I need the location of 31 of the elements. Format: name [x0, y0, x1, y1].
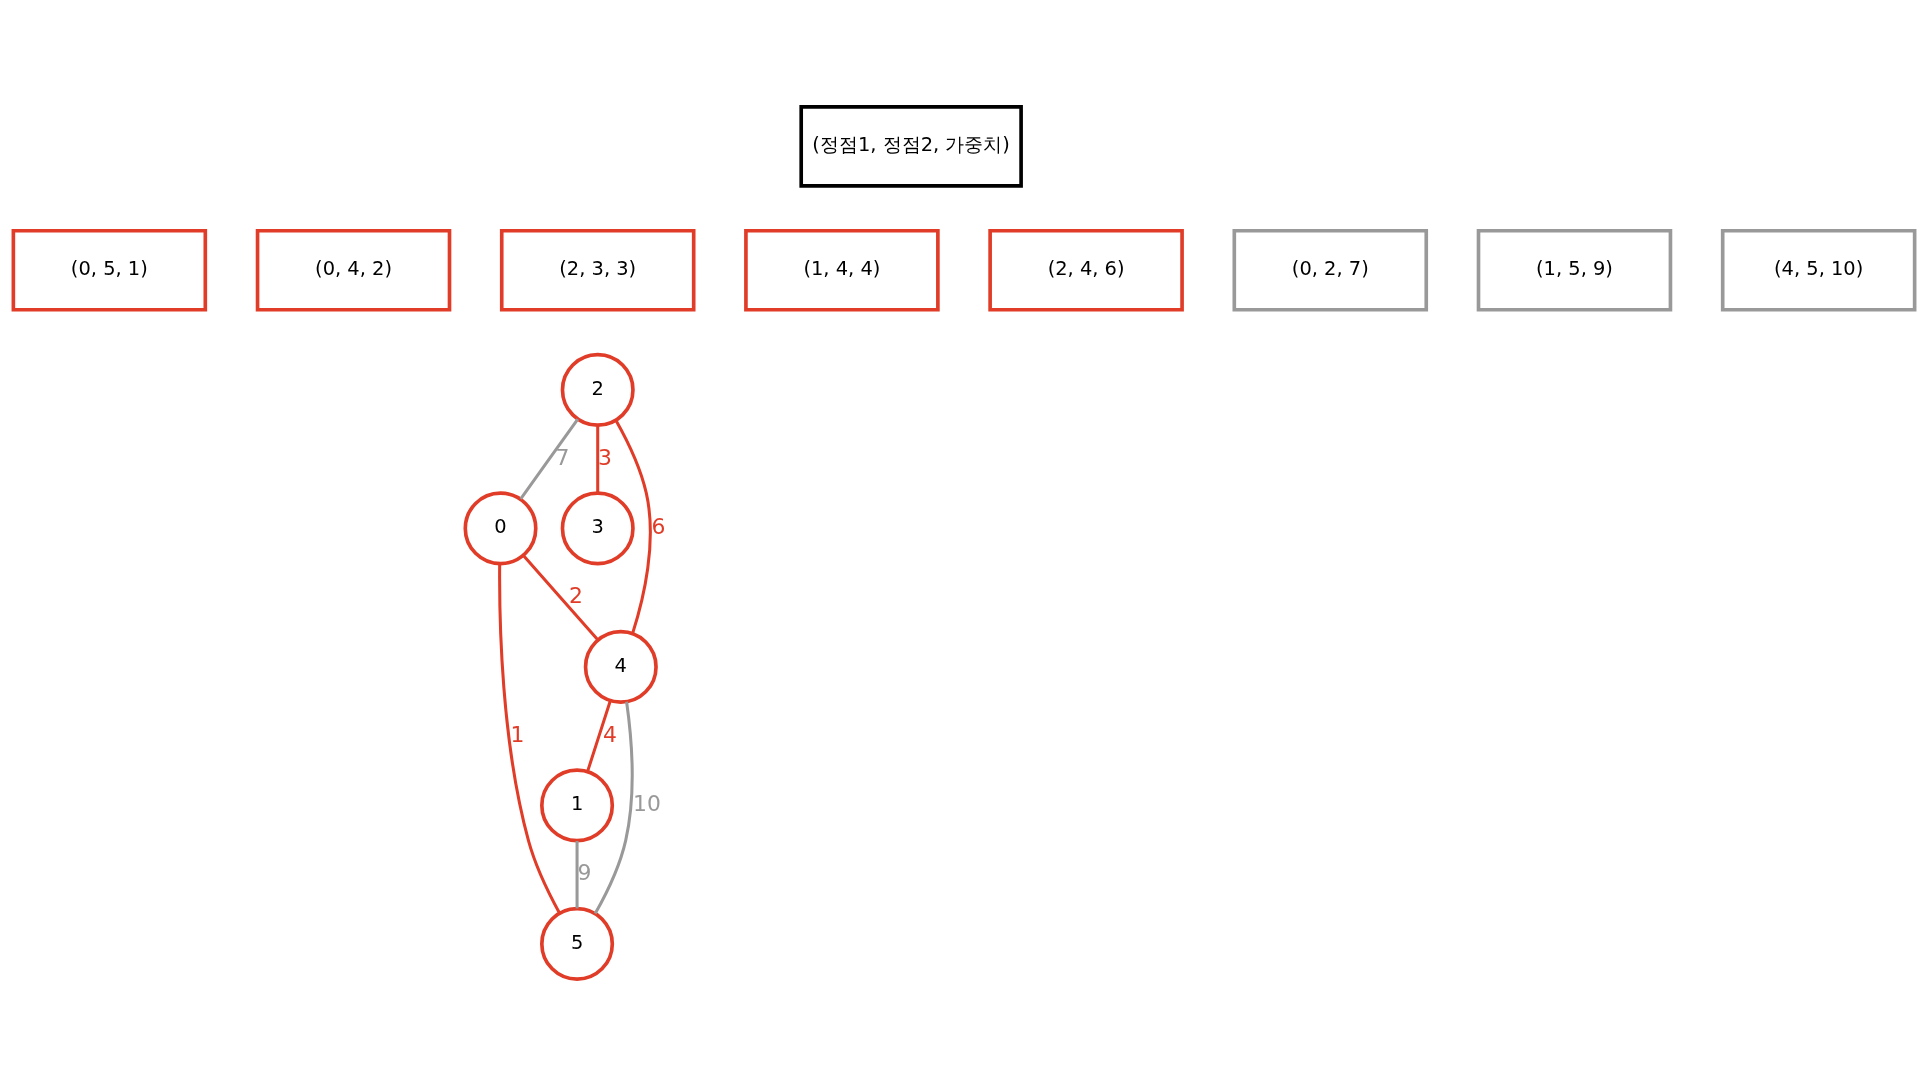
node-box: (1, 5, 9) [1476, 228, 1673, 312]
node-circle: 5 [540, 906, 615, 981]
connector [519, 418, 580, 500]
connector [593, 701, 634, 915]
node-box: (0, 5, 1) [11, 228, 208, 312]
node-box: (0, 4, 2) [255, 228, 452, 312]
edge-label: 7 [555, 444, 570, 470]
connector [522, 554, 600, 641]
edge-label: 2 [568, 583, 583, 609]
node-circle: 2 [560, 352, 635, 427]
connector [586, 700, 612, 772]
node-box: (4, 5, 10) [1720, 228, 1917, 312]
edge-label: 4 [602, 721, 617, 747]
node-box: (0, 2, 7) [1232, 228, 1429, 312]
node-circle: 0 [463, 491, 538, 566]
node-circle: 3 [560, 491, 635, 566]
edge-label: 3 [598, 444, 612, 470]
edge-label: 6 [651, 513, 666, 539]
edge-label: 10 [633, 790, 661, 816]
node-box: (2, 4, 6) [988, 228, 1184, 312]
connector [498, 563, 561, 914]
node-circle: 4 [583, 629, 658, 704]
connector [596, 425, 600, 493]
connector [575, 840, 579, 909]
edge-label: 9 [577, 860, 592, 886]
connector [614, 419, 652, 635]
node-box: (1, 4, 4) [744, 228, 940, 312]
node-box: (2, 3, 3) [499, 228, 696, 312]
node-box: (정점1, 정점2, 가중치) [799, 105, 1023, 188]
edge-label: 1 [510, 721, 525, 747]
node-circle: 1 [540, 768, 615, 843]
